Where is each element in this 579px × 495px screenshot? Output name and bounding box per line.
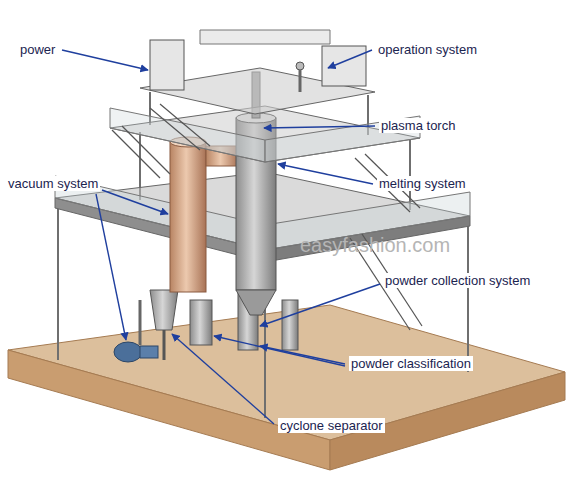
middle-platform: [110, 106, 420, 162]
leader-line: [172, 334, 274, 424]
part-label: operation system: [376, 42, 479, 57]
stair-rail: [122, 126, 170, 174]
operator-figure: [299, 70, 302, 92]
power-cabinet: [150, 40, 184, 90]
stairs: [112, 104, 422, 330]
chamber-cone: [236, 290, 276, 315]
roof-railing: [200, 30, 330, 44]
pump-motor: [140, 346, 158, 358]
floor-front: [8, 350, 330, 470]
glass-railing: [110, 108, 265, 162]
collector-body: [282, 300, 298, 350]
part-label: powder collection system: [383, 273, 532, 288]
stair-rail: [112, 130, 160, 178]
stair-rail: [150, 108, 200, 150]
leader-line: [278, 164, 373, 184]
leader-line: [102, 190, 168, 214]
control-cabinet: [322, 46, 366, 86]
pipe: [139, 300, 142, 345]
part-label: power: [18, 42, 57, 57]
stair-rail: [160, 104, 210, 146]
leader-line: [264, 126, 375, 128]
leader-line: [214, 336, 345, 366]
leader-line: [62, 50, 148, 70]
part-label: plasma torch: [379, 118, 457, 133]
leader-line: [328, 50, 372, 68]
part-label: melting system: [377, 176, 468, 191]
part-label: powder classification: [349, 356, 473, 371]
column: [57, 200, 59, 360]
operator-figure: [296, 62, 304, 70]
vacuum-pump: [114, 342, 142, 362]
part-label: cyclone separator: [278, 418, 385, 433]
leader-line: [96, 194, 126, 340]
pipe: [163, 330, 166, 360]
watermark: easyfashion.com: [300, 234, 450, 256]
part-label: vacuum system: [6, 176, 100, 191]
cyclone-separator-body: [150, 290, 178, 330]
leader-line: [260, 284, 380, 326]
vacuum-vessel: [170, 142, 206, 292]
column: [467, 218, 469, 372]
leader-line: [260, 346, 345, 364]
classifier-body: [190, 300, 212, 345]
